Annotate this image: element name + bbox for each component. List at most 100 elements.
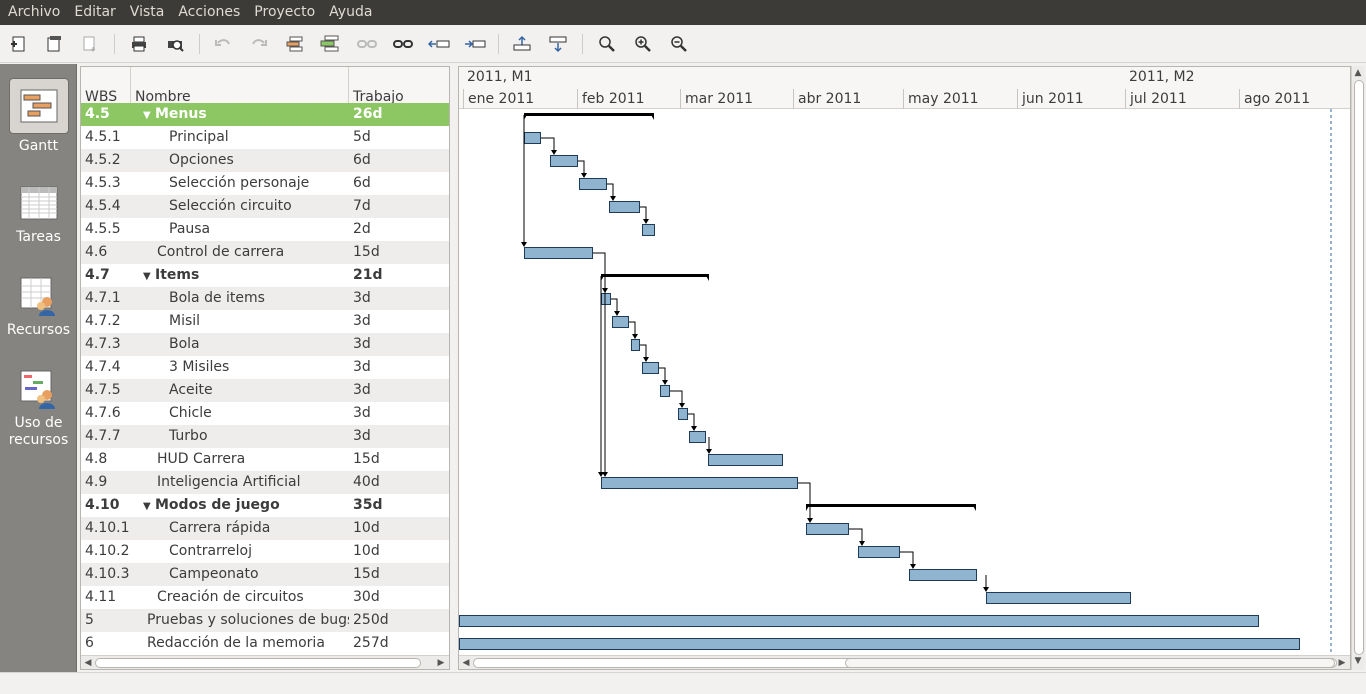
gantt-summary-cap	[601, 274, 605, 281]
insert-tasks-icon[interactable]	[318, 32, 342, 56]
unindent-task-icon[interactable]	[427, 32, 451, 56]
zoom-fit-icon[interactable]	[595, 32, 619, 56]
indent-task-icon[interactable]	[463, 32, 487, 56]
sidebar-item-tareas[interactable]: Tareas	[0, 181, 77, 246]
gantt-vscroll-thumb[interactable]	[1354, 80, 1364, 655]
print-preview-icon[interactable]	[163, 32, 187, 56]
scroll-left-icon[interactable]: ◀	[84, 658, 92, 668]
scroll-right-icon[interactable]: ▶	[1338, 658, 1346, 668]
tree-hscrollbar[interactable]: ◀ ▶	[81, 655, 449, 669]
gantt-task-bar[interactable]	[858, 546, 900, 558]
sidebar-item-uso-de-recursos[interactable]: Uso de recursos	[0, 367, 77, 449]
menu-archivo[interactable]: Archivo	[8, 4, 61, 20]
gantt-task-bar[interactable]	[909, 569, 977, 581]
gantt-canvas[interactable]	[459, 109, 1351, 655]
link-tasks-icon[interactable]	[355, 32, 379, 56]
insert-task-icon[interactable]	[282, 32, 306, 56]
gantt-hscrollbar[interactable]: ◀ ▶	[459, 655, 1350, 669]
gantt-task-bar[interactable]	[806, 523, 849, 535]
gantt-task-bar[interactable]	[579, 178, 607, 190]
gantt-task-bar[interactable]	[986, 592, 1131, 604]
gantt-task-bar[interactable]	[642, 362, 659, 374]
print-icon[interactable]	[127, 32, 151, 56]
save-project-icon[interactable]	[78, 32, 102, 56]
column-header-nombre[interactable]: Nombre	[131, 67, 349, 109]
gantt-task-bar[interactable]	[459, 615, 1259, 627]
open-project-icon[interactable]	[42, 32, 66, 56]
gantt-task-bar[interactable]	[524, 132, 541, 144]
gantt-task-bar[interactable]	[642, 224, 655, 236]
column-header-wbs[interactable]: WBS	[81, 67, 131, 109]
gantt-task-bar[interactable]	[689, 431, 706, 443]
scroll-right-icon[interactable]: ▶	[437, 658, 445, 668]
expander-icon[interactable]: ▼	[143, 501, 151, 512]
redo-icon[interactable]	[247, 32, 271, 56]
gantt-task-bar[interactable]	[609, 201, 640, 213]
gantt-task-bar[interactable]	[459, 638, 1300, 650]
gantt-task-bar[interactable]	[524, 247, 593, 259]
menu-editar[interactable]: Editar	[74, 4, 116, 20]
tree-hscroll-thumb[interactable]	[95, 658, 421, 668]
gantt-task-bar[interactable]	[550, 155, 578, 167]
gantt-task-bar[interactable]	[612, 316, 629, 328]
gantt-summary-bar[interactable]	[806, 504, 976, 507]
undo-icon[interactable]	[211, 32, 235, 56]
column-header-trabajo[interactable]: Trabajo	[353, 89, 404, 105]
zoom-in-icon[interactable]	[631, 32, 655, 56]
menu-acciones[interactable]: Acciones	[178, 4, 241, 20]
move-task-up-icon[interactable]	[510, 32, 534, 56]
gantt-vscrollbar[interactable]: ▲ ▼	[1351, 66, 1365, 670]
menu-proyecto[interactable]: Proyecto	[254, 4, 316, 20]
expander-icon[interactable]: ▼	[143, 271, 151, 282]
gantt-summary-bar[interactable]	[601, 274, 709, 277]
task-work: 10d	[353, 543, 380, 559]
sidebar-item-gantt[interactable]: Gantt	[0, 78, 77, 155]
gantt-dependency-arrow	[521, 242, 527, 247]
scroll-up-icon[interactable]: ▲	[1354, 68, 1362, 78]
gantt-task-bar[interactable]	[708, 454, 783, 466]
gantt-task-bar[interactable]	[601, 477, 798, 489]
new-project-icon[interactable]	[6, 32, 30, 56]
menu-vista[interactable]: Vista	[129, 4, 165, 20]
expander-icon[interactable]: ▼	[143, 110, 151, 121]
sidebar-item-recursos[interactable]: Recursos	[0, 274, 77, 339]
task-work: 5d	[353, 129, 371, 145]
gantt-task-bar[interactable]	[631, 339, 640, 351]
menu-ayuda[interactable]: Ayuda	[329, 4, 373, 20]
pane-separator[interactable]	[452, 66, 456, 670]
gantt-summary-bar[interactable]	[524, 113, 654, 116]
scroll-down-icon[interactable]: ▼	[1354, 656, 1362, 666]
scroll-left-icon[interactable]: ◀	[462, 658, 470, 668]
zoom-out-icon[interactable]	[667, 32, 691, 56]
gantt-task-bar[interactable]	[601, 293, 611, 305]
gantt-task-bar[interactable]	[660, 385, 670, 397]
gantt-task-bar[interactable]	[678, 408, 688, 420]
unlink-tasks-icon[interactable]	[391, 32, 415, 56]
gantt-hscroll-thumb[interactable]	[845, 658, 1335, 668]
move-task-down-icon[interactable]	[546, 32, 570, 56]
